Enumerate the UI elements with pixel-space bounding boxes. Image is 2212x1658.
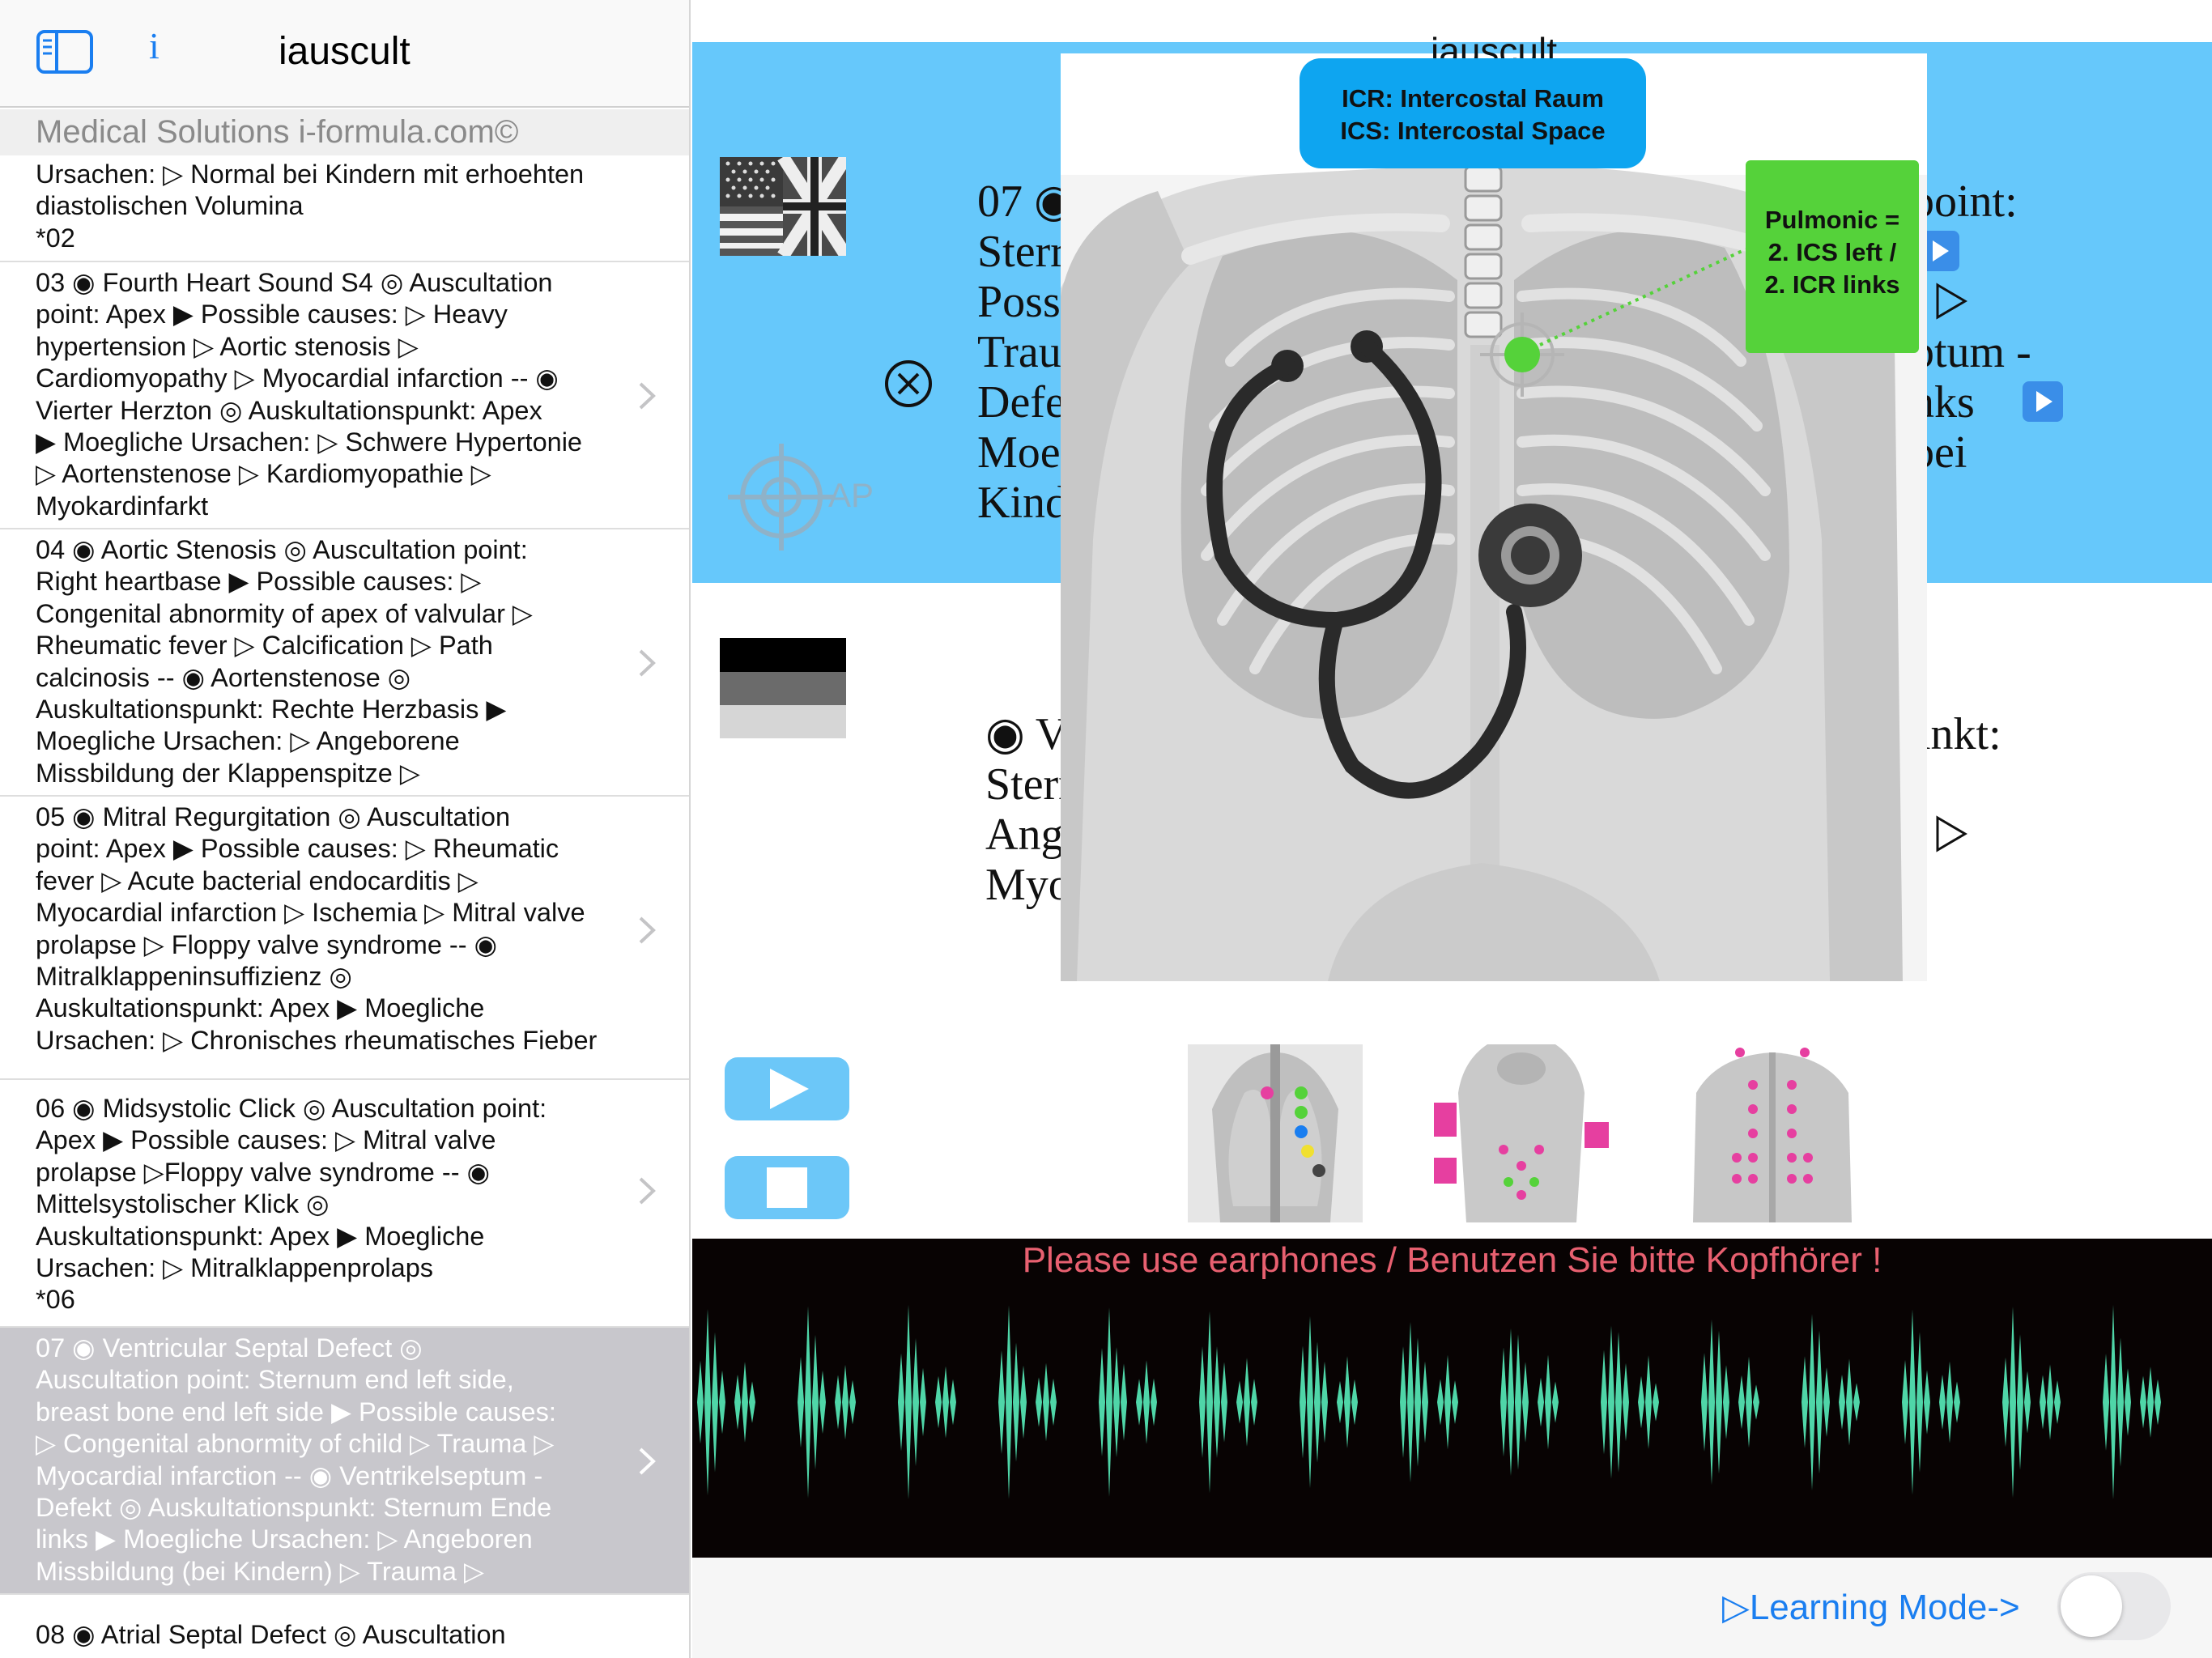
play-outline-icon[interactable] [1929,813,1972,855]
stethoscope-icon [1206,330,1582,799]
list-item-text: 05 ◉ Mitral Regurgitation ◎ Auscultation… [36,802,598,1055]
chest-thumbnail-image [1188,1044,1363,1222]
heart-sound-list: Ursachen: ▷ Normal bei Kindern mit erhoe… [0,155,689,1658]
stop-button[interactable] [725,1156,849,1219]
list-item-text: 07 ◉ Ventricular Septal Defect ◎ Auscult… [36,1333,556,1586]
close-icon[interactable] [883,358,934,410]
list-item-07[interactable]: 07 ◉ Ventricular Septal Defect ◎ Auscult… [0,1328,689,1595]
abdomen-thumbnail-image [1434,1044,1609,1222]
pulmonic-line-1: Pulmonic = [1764,206,1900,234]
list-item-02[interactable]: Ursachen: ▷ Normal bei Kindern mit erhoe… [0,155,689,262]
learning-mode-toggle[interactable] [2057,1572,2171,1640]
list-item-text: 03 ◉ Fourth Heart Sound S4 ◎ Auscultatio… [36,268,583,521]
list-item-06[interactable]: 06 ◉ Midsystolic Click ◎ Auscultation po… [0,1080,689,1328]
list-item-text: 04 ◉ Aortic Stenosis ◎ Auscultation poin… [36,535,533,788]
list-item-03[interactable]: 03 ◉ Fourth Heart Sound S4 ◎ Auscultatio… [0,262,689,529]
us-uk-flag-icon[interactable] [720,157,846,256]
chevron-right-icon [639,916,656,944]
stop-icon [767,1167,807,1208]
sidebar-toggle-icon[interactable] [36,29,94,74]
target-icon[interactable] [725,440,838,554]
learning-mode-label[interactable]: ▷Learning Mode-> [1722,1588,2020,1627]
pulmonic-label-box: Pulmonic = 2. ICS left / 2. ICR links [1746,160,1919,353]
intercostal-info-box: ICR: Intercostal Raum ICS: Intercostal S… [1300,58,1646,168]
sidebar-navbar: i iauscult [0,0,689,108]
list-item-08[interactable]: 08 ◉ Atrial Septal Defect ◎ Auscultation [0,1595,689,1658]
chevron-right-icon [639,382,656,410]
german-description-right: ınkt: [1918,709,2001,759]
list-item-05[interactable]: 05 ◉ Mitral Regurgitation ◎ Auscultation… [0,797,689,1080]
chevron-right-icon [639,1177,656,1205]
play-button[interactable] [725,1057,849,1120]
pulmonic-line-3: 2. ICR links [1764,270,1900,299]
earphones-notice: Please use earphones / Benutzen Sie bitt… [1022,1240,1882,1280]
english-description-right: point: ptum - nks bei [1912,176,2031,478]
pulmonic-line-2: 2. ICS left / [1767,238,1897,266]
footer-bar [692,1558,2212,1658]
list-item-text: 06 ◉ Midsystolic Click ◎ Auscultation po… [36,1094,547,1315]
ics-line-1: ICR: Intercostal Raum [1342,84,1604,113]
back-thumbnail-image [1685,1044,1860,1222]
audio-waveform [697,1305,2161,1499]
sidebar-title: iauscult [279,30,410,73]
list-item-text: Ursachen: ▷ Normal bei Kindern mit erhoe… [36,159,585,253]
play-outline-icon[interactable] [1929,280,1972,322]
toggle-knob [2061,1575,2122,1637]
section-header: Medical Solutions i-formula.com© [0,109,689,155]
info-icon[interactable]: i [149,25,160,66]
thumbnail-chest-auscultation-points[interactable] [1188,1044,1363,1222]
english-description-left: 07 ◉ Sterr Poss Trau Defe Moe Kind [977,176,1074,528]
chevron-right-icon [639,1448,656,1475]
master-sidebar: i iauscult Medical Solutions i-formula.c… [0,0,691,1658]
german-flag-icon[interactable] [720,638,846,738]
play-audio-icon[interactable] [1918,230,1960,272]
thumbnail-abdomen-points[interactable] [1434,1044,1609,1222]
play-icon [770,1069,809,1109]
chevron-right-icon [639,649,656,677]
list-item-text: 08 ◉ Atrial Septal Defect ◎ Auscultation [36,1620,506,1649]
target-label: AP [828,476,874,514]
thumbnail-back-points[interactable] [1685,1044,1860,1222]
ics-line-2: ICS: Intercostal Space [1340,117,1606,145]
play-audio-icon[interactable] [2022,380,2064,423]
list-item-04[interactable]: 04 ◉ Aortic Stenosis ◎ Auscultation poin… [0,529,689,797]
